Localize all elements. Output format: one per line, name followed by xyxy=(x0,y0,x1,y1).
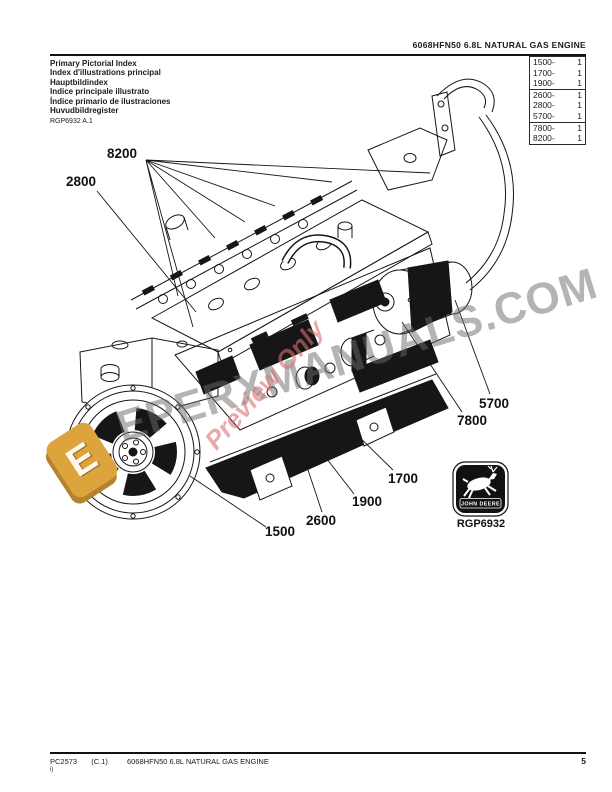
index-qty: 1 xyxy=(577,100,582,111)
callout-label-8200: 8200 xyxy=(107,146,137,161)
index-title-fr: Index d'illustrations principal xyxy=(50,68,161,78)
index-code: 5700- xyxy=(533,110,555,121)
index-code: 7800- xyxy=(533,122,555,133)
coolant-hose xyxy=(281,234,352,269)
table-row: 7800- 1 xyxy=(530,123,585,134)
index-qty: 1 xyxy=(577,89,582,100)
index-group-3: 7800- 1 8200- 1 xyxy=(529,121,586,145)
callout-label-2600: 2600 xyxy=(306,513,336,528)
index-code: 2800- xyxy=(533,100,555,111)
index-qty: 1 xyxy=(577,57,582,67)
callout-label-7800: 7800 xyxy=(457,413,487,428)
figure-reference: RGP6932 A.1 xyxy=(50,118,93,125)
fuel-filter xyxy=(295,329,375,390)
table-row: 5700- 1 xyxy=(530,111,585,122)
valve-cover xyxy=(150,199,433,365)
footer-note: i) xyxy=(50,767,54,773)
engine-drawing xyxy=(65,78,515,520)
watermark-logo-letter: E xyxy=(58,433,105,486)
table-row: 2600- 1 xyxy=(530,90,585,101)
footer-page-number: 5 xyxy=(581,756,586,766)
callout-label-2800: 2800 xyxy=(66,174,96,189)
callout-leader-lines xyxy=(96,159,491,528)
callout-label-1700: 1700 xyxy=(388,471,418,486)
index-title-en: Primary Pictorial Index xyxy=(50,59,137,68)
index-qty: 1 xyxy=(577,67,582,78)
figure-code: RGP6932 xyxy=(457,518,505,530)
index-title-it: Indice principale illustrato xyxy=(50,87,150,97)
lifting-bracket xyxy=(367,78,515,291)
john-deere-label: JOHN DEERE xyxy=(461,502,500,508)
index-qty: 1 xyxy=(577,133,582,144)
pictorial-index: Primary Pictorial Index Index d'illustra… xyxy=(50,59,170,115)
footer: PC2573 (C.1) 6068HFN50 6.8L NATURAL GAS … xyxy=(50,757,269,766)
engine-block xyxy=(174,247,451,431)
cylinder-head-studs xyxy=(130,180,358,310)
index-code: 1700- xyxy=(533,67,555,78)
index-code: 1500- xyxy=(533,57,555,67)
deer-icon xyxy=(462,465,498,499)
header-rule xyxy=(50,54,586,56)
callout-label-1900: 1900 xyxy=(352,494,382,509)
footer-rule xyxy=(50,752,586,754)
alternator xyxy=(372,260,473,335)
index-code: 2600- xyxy=(533,89,555,100)
parts-index-table: 1500- 1 1700- 1 1900- 1 2600- 1 2800- 1 5700-… xyxy=(529,56,586,145)
table-row: 1500- 1 xyxy=(530,57,585,68)
footer-doc-code: PC2573 xyxy=(50,757,78,766)
footer-title: 6068HFN50 6.8L NATURAL GAS ENGINE xyxy=(126,757,269,766)
index-code: 1900- xyxy=(533,78,555,89)
callout-label-5700: 5700 xyxy=(479,396,509,411)
callout-label-1500: 1500 xyxy=(265,524,295,539)
index-code: 8200- xyxy=(533,133,555,144)
index-title-es: Índice primario de ilustraciones xyxy=(50,96,171,106)
footer-revision: (C.1) xyxy=(91,757,108,766)
callout-labels: 8200 2800 5700 7800 1700 1900 2600 1500 xyxy=(66,146,509,539)
index-title-de: Hauptbildindex xyxy=(50,77,108,87)
index-qty: 1 xyxy=(577,110,582,121)
table-row: 1900- 1 xyxy=(530,78,585,89)
index-qty: 1 xyxy=(577,78,582,89)
page-header-title: 6068HFN50 6.8L NATURAL GAS ENGINE xyxy=(412,40,586,50)
john-deere-logo: JOHN DEERE xyxy=(452,461,509,517)
index-title-sv: Huvudbildregister xyxy=(50,106,119,116)
table-row: 8200- 1 xyxy=(530,133,585,144)
table-row: 2800- 1 xyxy=(530,100,585,111)
oil-pan xyxy=(205,339,449,501)
index-qty: 1 xyxy=(577,122,582,133)
table-row: 1700- 1 xyxy=(530,68,585,79)
